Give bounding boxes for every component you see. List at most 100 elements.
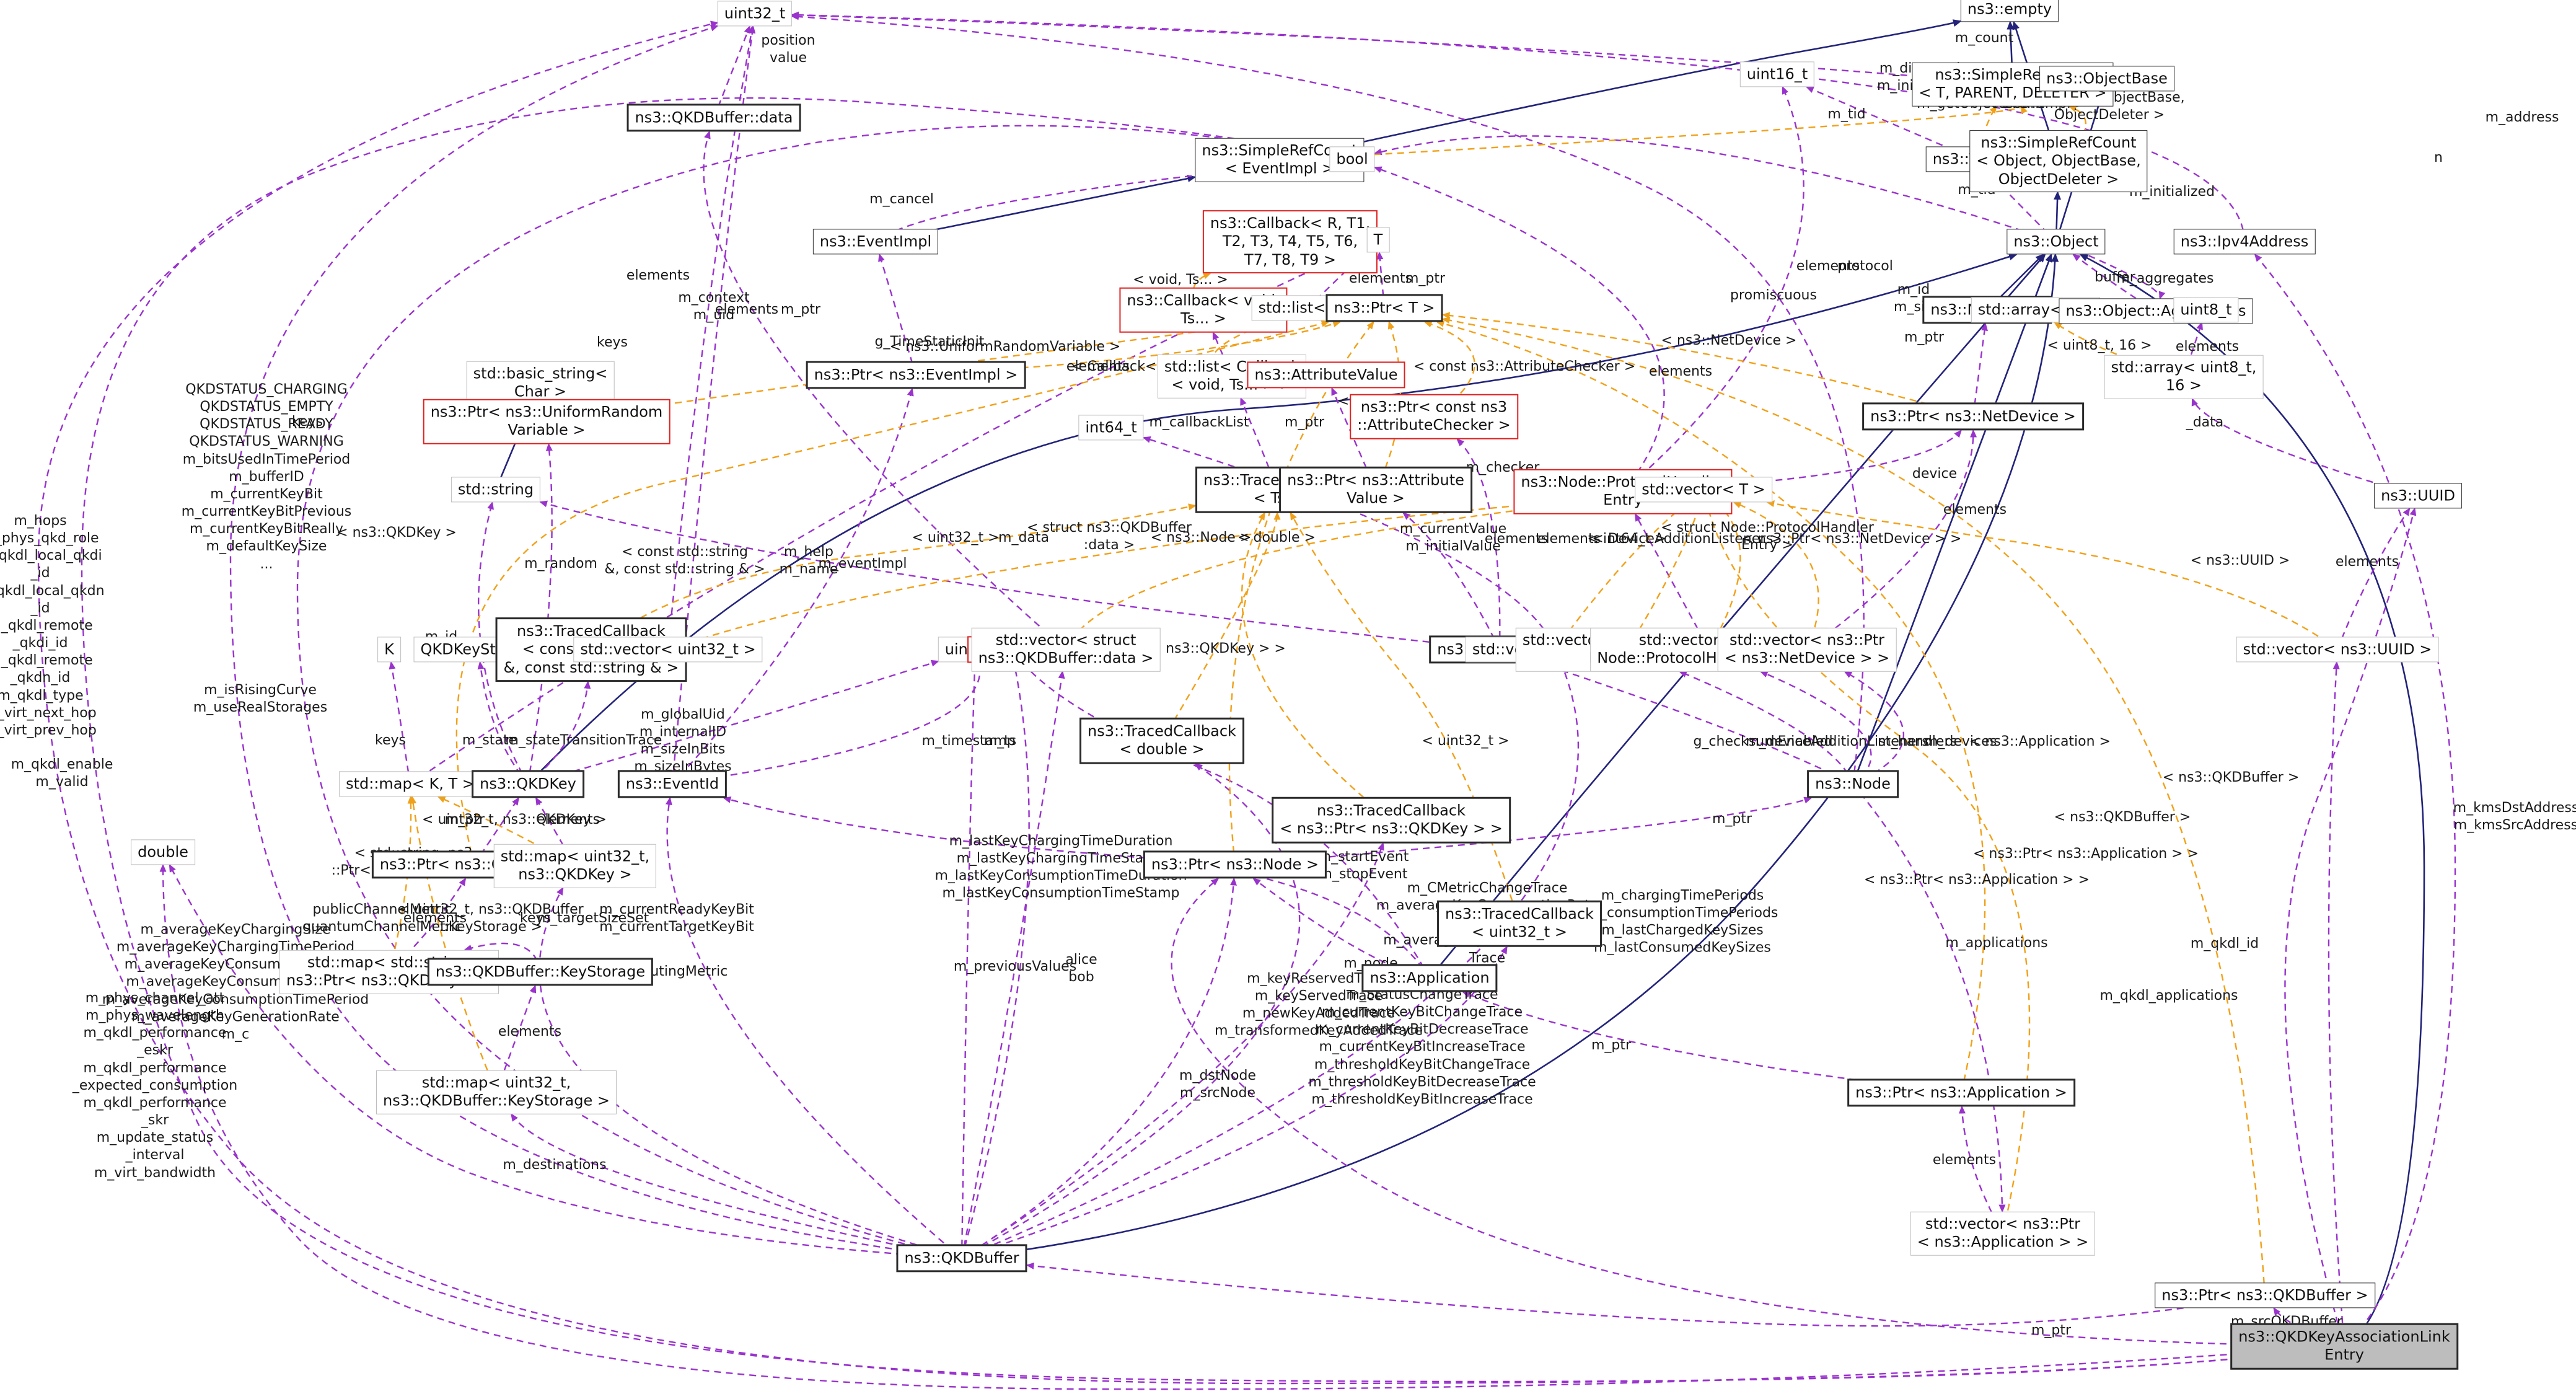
node-uuid[interactable]: ns3::UUID — [2374, 483, 2462, 509]
node-double[interactable]: double — [131, 839, 195, 865]
edge-ks-map_spk — [464, 942, 542, 973]
node-cb_r[interactable]: ns3::Callback< R, T1, T2, T3, T4, T5, T6… — [1202, 210, 1378, 273]
node-map_uqk[interactable]: std::map< uint32_t, ns3::QKDKey > — [493, 844, 657, 888]
node-vec_qbd[interactable]: std::vector< struct ns3::QKDBuffer::data… — [971, 627, 1161, 672]
node-qbdata[interactable]: ns3::QKDBuffer::data — [626, 104, 801, 132]
edge-target-vec_uuid — [2328, 661, 2345, 1347]
node-u8[interactable]: uint8_t — [2173, 297, 2239, 323]
node-vec_app[interactable]: std::vector< ns3::Ptr < ns3::Application… — [1910, 1211, 2096, 1256]
edge-arr_u8-u8 — [2183, 321, 2203, 377]
edge-label-50: < ns3::Ptr< ns3::NetDevice > > — [1741, 531, 1962, 547]
edge-target-double — [159, 863, 2345, 1390]
edge-label-51: < struct ns3::QKDBuffer :data > — [1027, 519, 1192, 553]
edge-label-42: m_ptr — [1284, 414, 1325, 430]
node-T[interactable]: T — [1366, 227, 1390, 253]
edge-label-105: m_ptr — [2031, 1322, 2072, 1338]
edge-target-ipv4 — [2254, 253, 2456, 1347]
node-ptr_ev[interactable]: ns3::Ptr< ns3::EventImpl > — [806, 361, 1026, 389]
node-tc_d[interactable]: ns3::TracedCallback < double > — [1079, 717, 1244, 764]
node-ptr_qb[interactable]: ns3::Ptr< ns3::QKDBuffer > — [2155, 1282, 2375, 1308]
node-str[interactable]: std::string — [451, 477, 541, 503]
edge-qkdbuf-evid — [665, 796, 962, 1259]
node-map_uks[interactable]: std::map< uint32_t, ns3::QKDBuffer::KeyS… — [376, 1070, 617, 1114]
edge-src_t-u32 — [791, 11, 2013, 86]
node-u16[interactable]: uint16_t — [1739, 61, 1815, 87]
node-ptr_node[interactable]: ns3::Ptr< ns3::Node > — [1143, 850, 1327, 879]
edge-vec_nd-ptr_nd — [1806, 429, 1977, 650]
node-empty[interactable]: ns3::empty — [1960, 0, 2059, 22]
node-attrval[interactable]: ns3::AttributeValue — [1247, 361, 1405, 389]
edge-label-63: keys — [292, 413, 323, 430]
edge-label-64: QKDSTATUS_CHARGING QKDSTATUS_EMPTY QKDST… — [181, 382, 352, 572]
edge-label-97: m_StatusChangeTrace m_currentKeyBitChang… — [1308, 987, 1536, 1108]
node-evimpl[interactable]: ns3::EventImpl — [812, 229, 939, 255]
edge-tc_pqk-tc_ts — [1241, 511, 1392, 821]
node-map_kt[interactable]: std::map< K, T > — [339, 771, 481, 797]
node-obj[interactable]: ns3::Object — [2007, 229, 2106, 255]
edge-ptr_nd-ptr_t — [1441, 312, 1974, 418]
edge-app-time — [1022, 661, 1431, 979]
edge-label-21: elements — [1648, 363, 1713, 379]
edge-node-vec_dal — [1678, 671, 1854, 785]
edge-vec_qbd-qbdata — [703, 130, 1066, 650]
edge-map_uks-map_kt — [410, 795, 498, 1093]
node-vec_nd[interactable]: std::vector< ns3::Ptr < ns3::NetDevice >… — [1717, 627, 1897, 672]
node-vec_u32[interactable]: std::vector< uint32_t > — [573, 637, 763, 663]
edge-label-0: position value — [761, 32, 815, 66]
node-ptr_nd[interactable]: ns3::Ptr< ns3::NetDevice > — [1862, 402, 2084, 431]
node-ptr_av[interactable]: ns3::Ptr< ns3::Attribute Value > — [1279, 466, 1472, 513]
node-qkdbuf[interactable]: ns3::QKDBuffer — [896, 1244, 1027, 1273]
edge-label-94: < ns3::Ptr< ns3::Application > > — [1972, 845, 2199, 862]
edge-label-102: m_kmsDstAddress m_kmsSrcAddress — [2453, 800, 2576, 833]
edge-label-88: m_handlers — [1878, 733, 1957, 749]
edge-ptr_node-ptr_t — [1228, 320, 1374, 865]
edge-src_ev-empty — [1279, 19, 1962, 161]
edge-qkdbuf-tc_d — [961, 763, 1301, 1259]
node-cb_v[interactable]: ns3::Callback< void, Ts... > — [1119, 287, 1288, 333]
edge-label-5: m_tid — [1827, 106, 1866, 122]
edge-phe-bool — [1373, 166, 1665, 492]
edge-label-119: keys — [520, 910, 551, 926]
node-qkdkey[interactable]: ns3::QKDKey — [472, 770, 584, 798]
edge-node-vec_app — [1852, 783, 2006, 1213]
node-K[interactable]: K — [377, 637, 401, 663]
edge-qkdbuf-u64 — [961, 661, 978, 1259]
node-ipv4[interactable]: ns3::Ipv4Address — [2173, 229, 2316, 255]
edge-label-45: elements — [1484, 531, 1549, 547]
edge-label-14: < uint8_t, 16 > — [2047, 337, 2152, 353]
node-int64[interactable]: int64_t — [1078, 415, 1144, 441]
node-arr_u8[interactable]: std::array< uint8_t, 16 > — [2104, 355, 2264, 399]
node-vec_t[interactable]: std::vector< T > — [1635, 477, 1772, 503]
edge-label-12: buffer — [2095, 269, 2135, 285]
node-vec_uuid[interactable]: std::vector< ns3::UUID > — [2236, 637, 2439, 663]
node-bstr[interactable]: std::basic_string< Char > — [466, 361, 615, 405]
edge-label-82: alice bob — [1065, 951, 1097, 985]
edge-label-87: m_deviceAdditionListeners — [1746, 733, 1929, 749]
edge-label-72: m_globalUid m_internalID m_sizeInBits m_… — [634, 707, 732, 775]
node-bool[interactable]: bool — [1329, 146, 1375, 172]
edge-label-90: < ns3::Application > — [1969, 733, 2111, 749]
node-ptr_chk[interactable]: ns3::Ptr< const ns3 ::AttributeChecker > — [1350, 394, 1518, 439]
node-ptr_urv[interactable]: ns3::Ptr< ns3::UniformRandom Variable > — [423, 399, 670, 444]
edge-ptr_qb-ptr_t — [1441, 317, 2266, 1296]
node-u32[interactable]: uint32_t — [717, 1, 793, 27]
node-node[interactable]: ns3::Node — [1807, 770, 1899, 798]
edge-evid-u64 — [672, 661, 984, 785]
edge-label-71: m_stateTransitionTrace — [505, 732, 662, 748]
node-app[interactable]: ns3::Application — [1361, 964, 1498, 992]
edge-vec_i64-vec_t — [1555, 501, 1689, 650]
node-target[interactable]: ns3::QKDKeyAssociationLink Entry — [2230, 1323, 2458, 1370]
edge-label-115: m_currentReadyKeyBit m_currentTargetKeyB… — [599, 901, 754, 935]
node-ptr_t[interactable]: ns3::Ptr< T > — [1325, 294, 1443, 322]
node-objbase[interactable]: ns3::ObjectBase — [2039, 66, 2174, 92]
node-tc_u32[interactable]: ns3::TracedCallback < uint32_t > — [1437, 900, 1602, 947]
edge-qkdbuf-vec_i64 — [961, 661, 1580, 1259]
node-src_obj[interactable]: ns3::SimpleRefCount < Object, ObjectBase… — [1969, 130, 2148, 192]
node-ptr_app[interactable]: ns3::Ptr< ns3::Application > — [1847, 1079, 2075, 1107]
node-ks[interactable]: ns3::QKDBuffer::KeyStorage — [427, 958, 654, 986]
edge-label-17: elements — [1796, 258, 1860, 274]
node-evid[interactable]: ns3::EventId — [617, 770, 728, 798]
edge-typeid-src_t — [1974, 105, 1997, 160]
edge-label-39: < const ns3::AttributeChecker > — [1413, 358, 1636, 374]
node-tc_pqk[interactable]: ns3::TracedCallback < ns3::Ptr< ns3::QKD… — [1272, 796, 1511, 844]
